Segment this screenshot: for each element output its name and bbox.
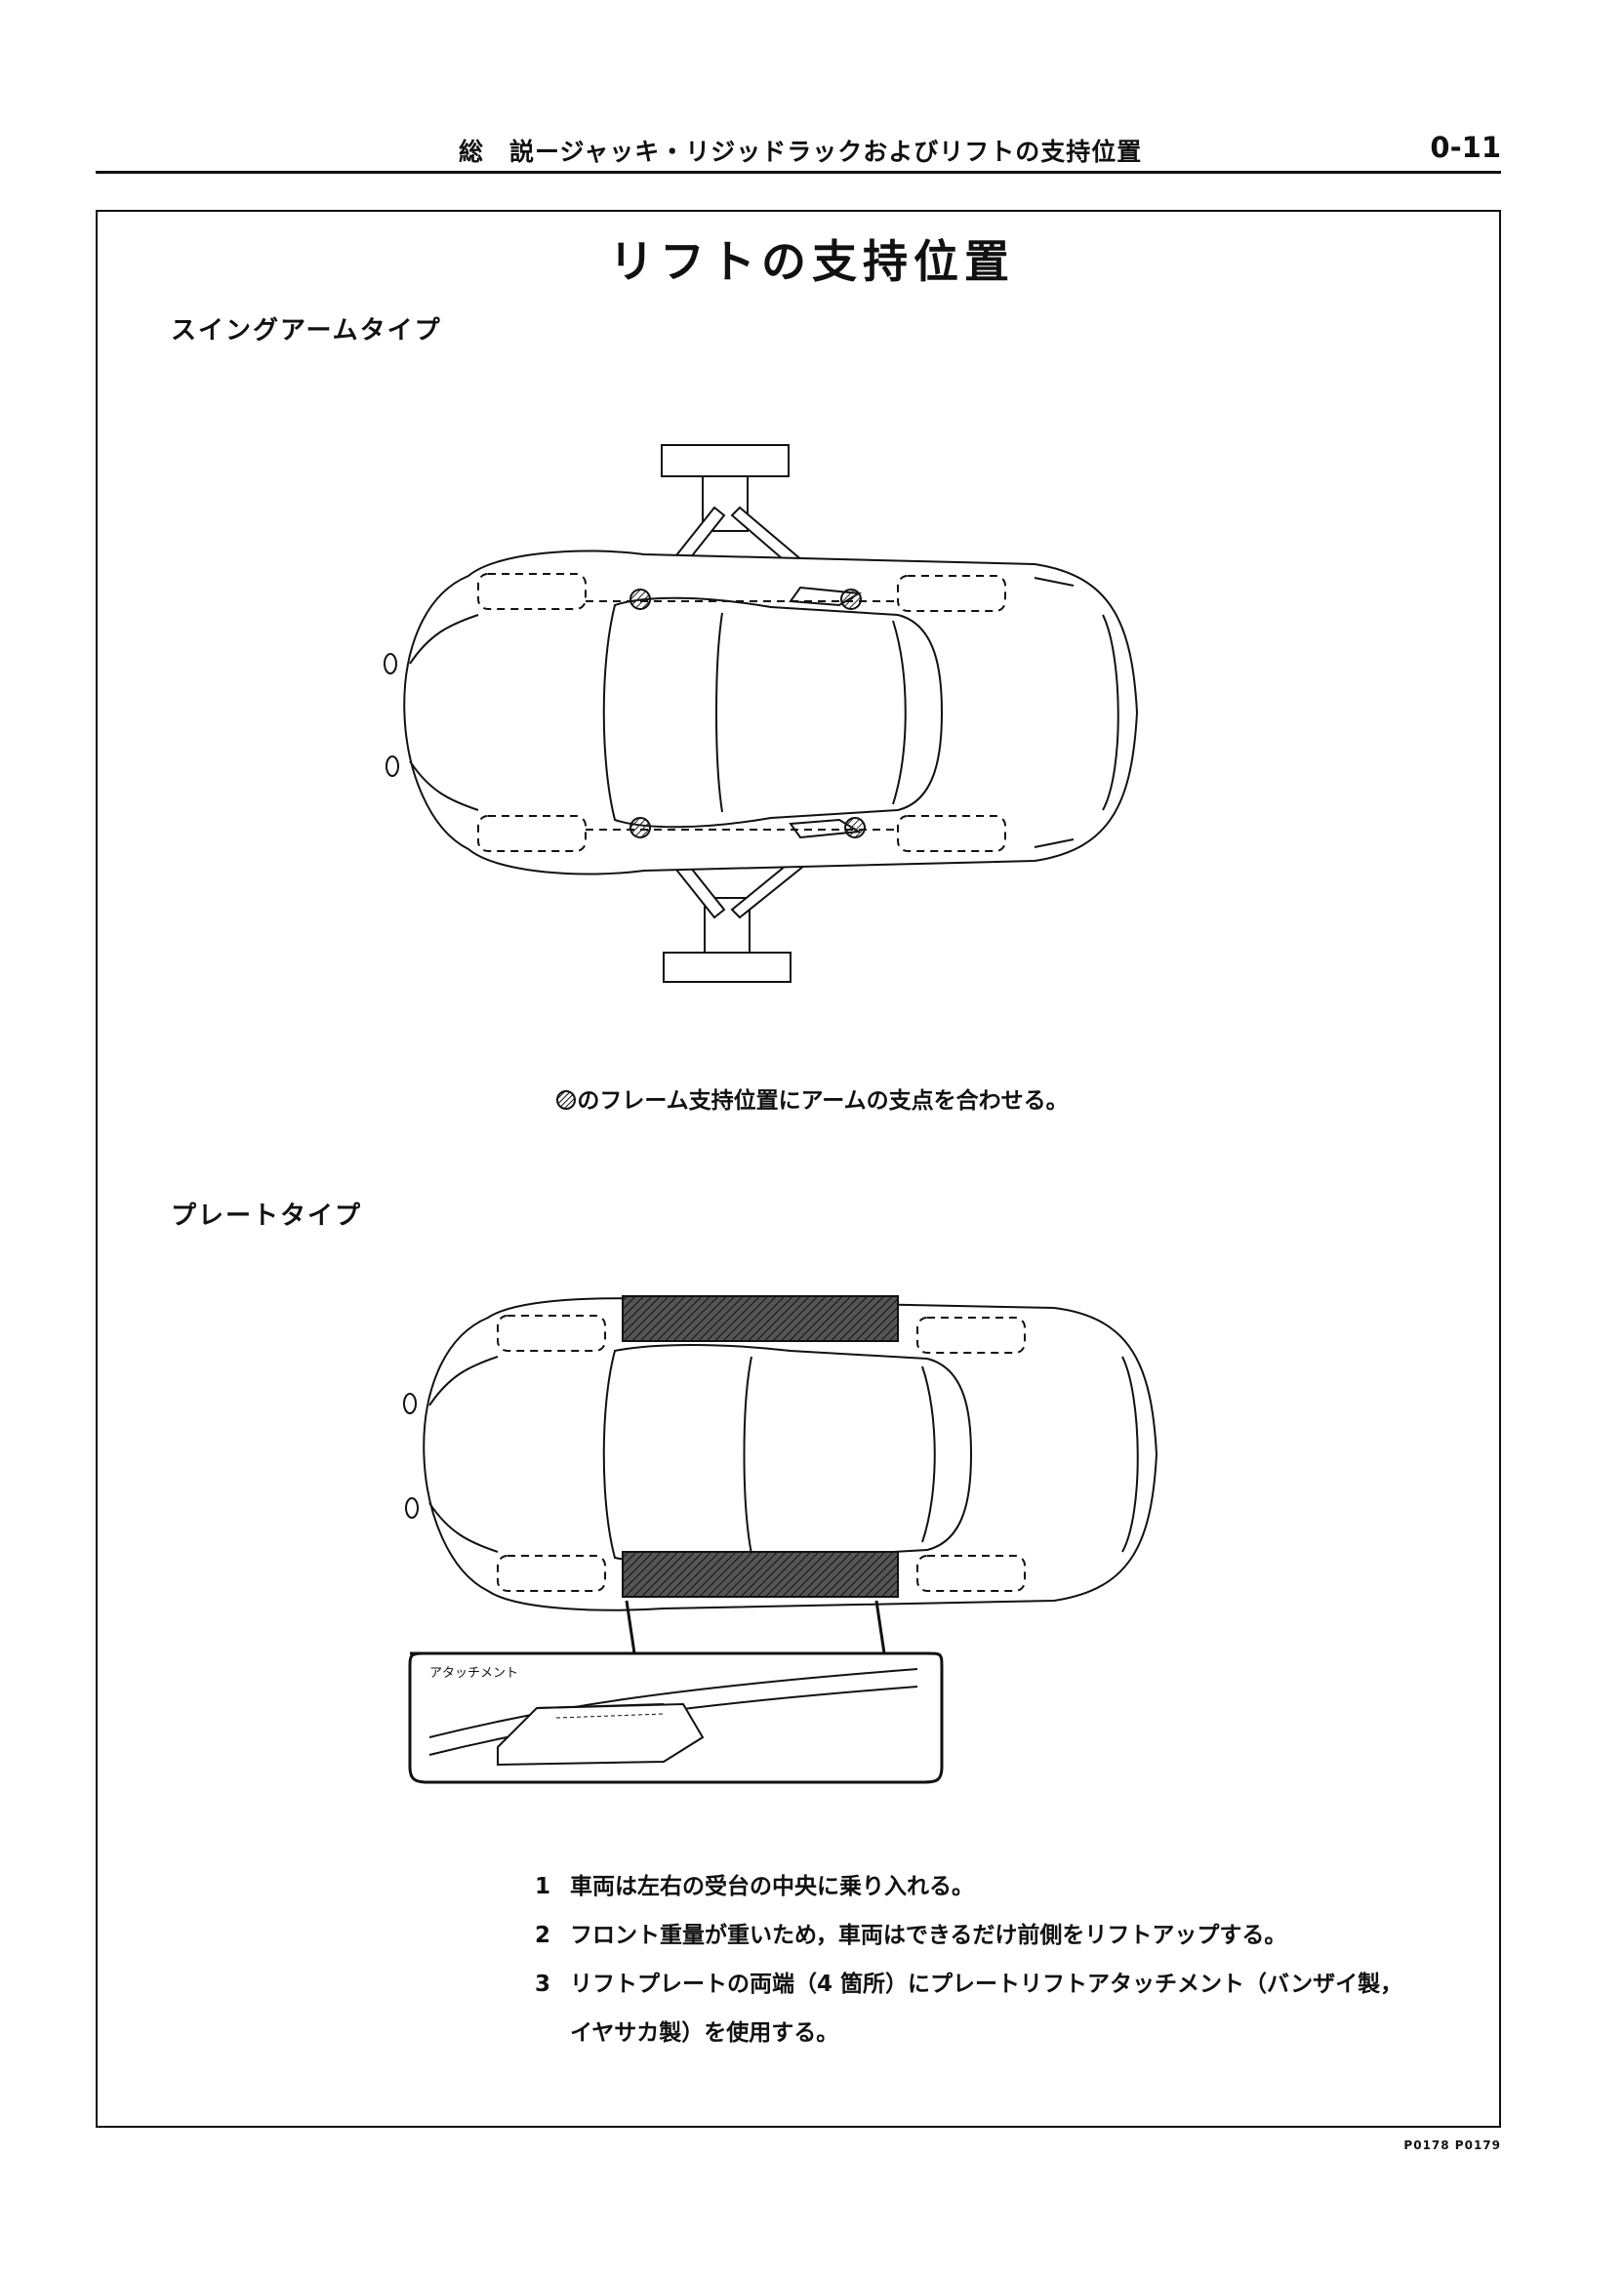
note-number: 1 <box>535 1874 551 1899</box>
attachment-callout <box>408 1600 944 1784</box>
note-text: フロント重量が重いため，車両はできるだけ前側をリフトアップする。 <box>570 1923 1287 1948</box>
content-frame <box>96 210 1501 2128</box>
callout-label: アタッチメント <box>429 1666 518 1681</box>
page-header: 総 説ージャッキ・リジッドラックおよびリフトの支持位置 0-11 <box>96 123 1501 172</box>
header-rule <box>96 171 1501 174</box>
swing-arm-caption: のフレーム支持位置にアームの支点を合わせる。 <box>0 1081 1624 1115</box>
swing-arm-caption-text: のフレーム支持位置にアームの支点を合わせる。 <box>577 1088 1069 1114</box>
lift-column-top <box>661 444 790 532</box>
wheel-outlines-plate <box>497 1315 1026 1592</box>
frame-support-points <box>629 589 866 838</box>
plate-lift-diagram: アタッチメント <box>403 1295 1158 1784</box>
lift-plates <box>622 1295 899 1598</box>
note-item: 3 リフトプレートの両端（4 箇所）にプレートリフトアタッチメント（バンザイ製， <box>535 1960 1413 2009</box>
note-item: 2 フロント重量が重いため，車両はできるだけ前側をリフトアップする。 <box>535 1911 1413 1960</box>
section-heading-plate: プレートタイプ <box>171 1201 363 1231</box>
note-continuation: イヤサカ製）を使用する。 <box>570 2020 839 2046</box>
note-item: 1 車両は左右の受台の中央に乗り入れる。 <box>535 1862 1413 1911</box>
notes-list: 1 車両は左右の受台の中央に乗り入れる。 2 フロント重量が重いため，車両はでき… <box>535 1862 1413 2057</box>
note-text: リフトプレートの両端（4 箇所）にプレートリフトアタッチメント（バンザイ製， <box>570 1972 1403 1997</box>
main-title: リフトの支持位置 <box>609 235 1015 288</box>
lift-column-bottom <box>663 897 792 983</box>
figure-codes: P0178 P0179 <box>1403 2138 1501 2152</box>
section-heading-swing-arm: スイングアームタイプ <box>171 316 442 346</box>
note-number: 2 <box>535 1923 551 1948</box>
car-outline <box>384 550 1139 875</box>
note-number: 3 <box>535 1972 551 1997</box>
page-number: 0-11 <box>1430 131 1501 164</box>
hatched-circle-icon <box>556 1090 577 1110</box>
header-title: 総 説ージャッキ・リジッドラックおよびリフトの支持位置 <box>459 138 1143 166</box>
note-text: 車両は左右の受台の中央に乗り入れる。 <box>570 1874 974 1899</box>
swing-arm-lift-diagram <box>384 444 1139 983</box>
